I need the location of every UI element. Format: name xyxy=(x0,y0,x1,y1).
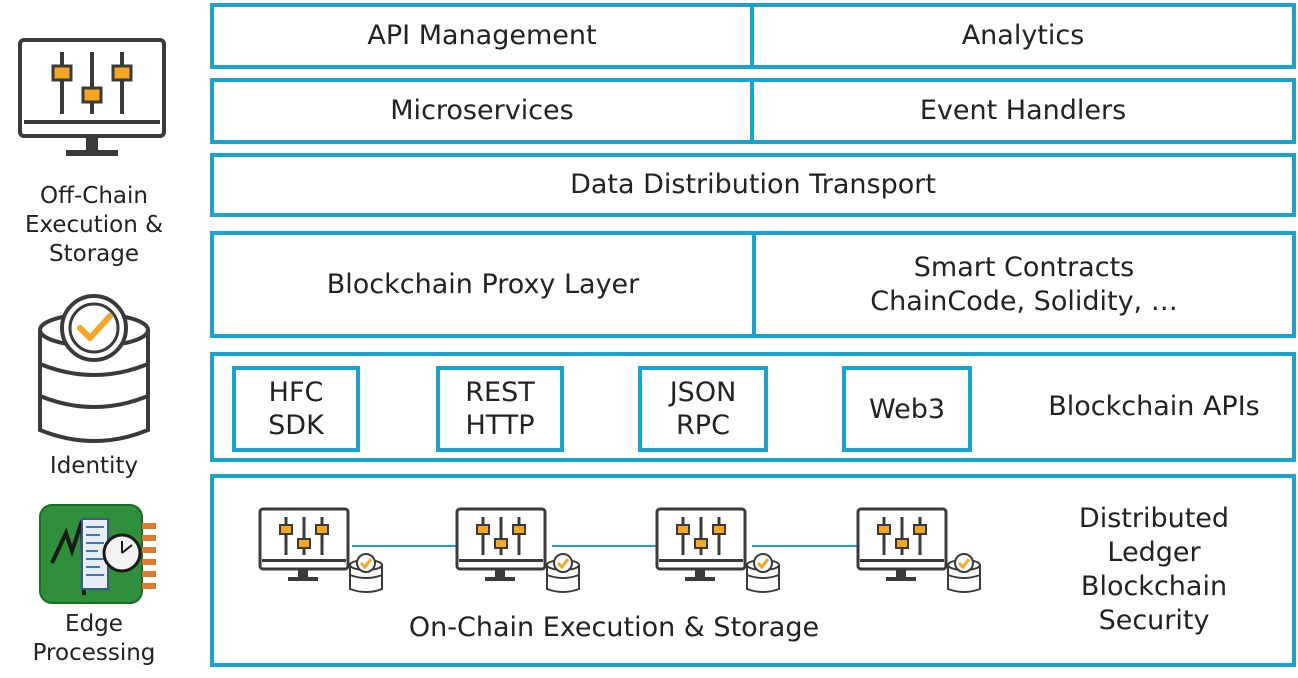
layer-proxy-contracts: Blockchain Proxy Layer Smart Contracts C… xyxy=(210,231,1296,338)
layer-api-analytics: API Management Analytics xyxy=(210,3,1296,69)
api-rest-http: REST HTTP xyxy=(436,366,564,452)
api-line: SDK xyxy=(268,410,324,441)
divider xyxy=(752,235,756,334)
smart-contracts-line: ChainCode, Solidity, … xyxy=(870,285,1178,317)
edge-line: Edge xyxy=(65,611,123,637)
ledger-line: Security xyxy=(1098,605,1210,636)
analytics-cell: Analytics xyxy=(961,20,1085,51)
api-line: HTTP xyxy=(465,410,535,441)
layer-microservices-events: Microservices Event Handlers xyxy=(210,78,1296,144)
api-line: JSON xyxy=(669,377,737,408)
monitor-icon xyxy=(18,38,166,156)
api-line: HFC xyxy=(268,377,324,408)
api-web3: Web3 xyxy=(842,366,972,452)
divider xyxy=(750,7,754,65)
layer-blockchain-apis: HFC SDK REST HTTP JSON RPC Web3 Blockcha… xyxy=(210,352,1296,462)
identity-database-icon xyxy=(38,294,150,443)
smart-contracts-line: Smart Contracts xyxy=(913,251,1135,283)
node-icon xyxy=(856,507,981,593)
event-handlers-cell: Event Handlers xyxy=(919,95,1127,126)
offchain-label: Off-Chain Execution & Storage xyxy=(8,182,180,269)
ledger-line: Distributed xyxy=(1078,503,1230,534)
ledger-line: Ledger xyxy=(1107,537,1201,568)
node-icon xyxy=(258,507,383,593)
divider xyxy=(750,82,754,140)
node-links xyxy=(352,545,860,547)
api-line: REST xyxy=(465,377,535,408)
identity-label: Identity xyxy=(49,453,139,479)
proxy-layer-cell: Blockchain Proxy Layer xyxy=(326,268,640,300)
offchain-line: Execution & xyxy=(24,212,164,238)
node-icon xyxy=(455,507,580,593)
edge-line: Processing xyxy=(32,640,156,666)
smart-contracts-cell: Smart Contracts ChainCode, Solidity, … xyxy=(756,235,1292,334)
api-line: RPC xyxy=(676,410,730,441)
edge-processing-label: Edge Processing xyxy=(8,610,180,668)
api-management-cell: API Management xyxy=(367,20,597,51)
layer-data-distribution: Data Distribution Transport xyxy=(210,153,1296,217)
ledger-line: Blockchain xyxy=(1080,571,1228,602)
edge-processing-icon xyxy=(39,504,156,604)
data-distribution-cell: Data Distribution Transport xyxy=(570,169,936,200)
microservices-cell: Microservices xyxy=(390,95,574,126)
offchain-line: Off-Chain xyxy=(40,183,148,209)
api-hfc-sdk: HFC SDK xyxy=(232,366,360,452)
ledger-caption: On-Chain Execution & Storage xyxy=(408,612,820,643)
api-line: Web3 xyxy=(868,393,946,425)
ledger-label: Distributed Ledger Blockchain Security xyxy=(1034,500,1274,640)
blockchain-apis-label: Blockchain APIs xyxy=(1048,391,1260,422)
offchain-line: Storage xyxy=(49,241,139,267)
node-icon xyxy=(655,507,780,593)
api-json-rpc: JSON RPC xyxy=(638,366,768,452)
